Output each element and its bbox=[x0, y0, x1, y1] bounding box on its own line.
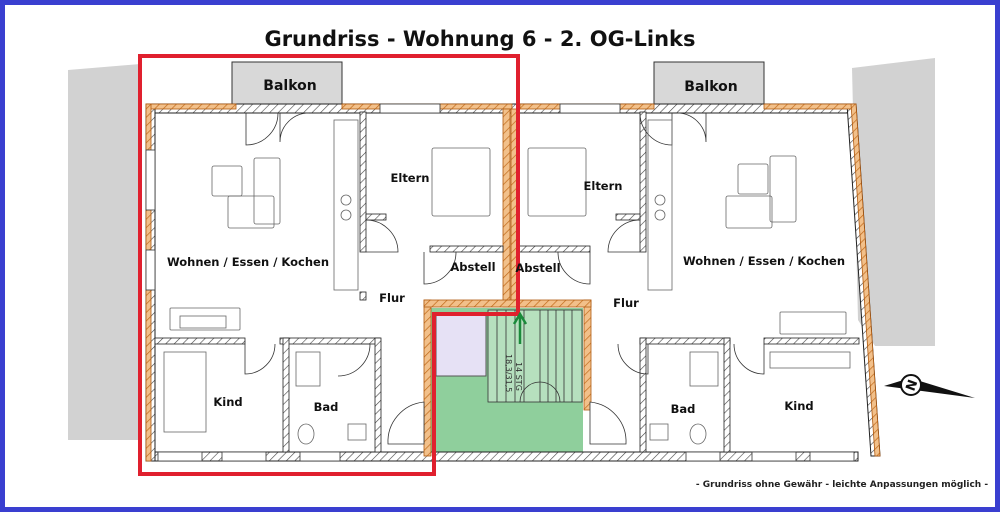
furniture bbox=[163, 119, 851, 445]
storage-left-label: Abstell bbox=[450, 260, 495, 274]
living-right-label: Wohnen / Essen / Kochen bbox=[683, 254, 845, 268]
neighbor-building-left bbox=[68, 64, 140, 440]
storage-right-label: Abstell bbox=[515, 261, 560, 275]
stair-dims-label: 18,3/31,5 bbox=[504, 354, 513, 392]
balcony-right-shape bbox=[653, 61, 765, 107]
floor-plan: Grundriss - Wohnung 6 - 2. OG-Links Balk… bbox=[68, 27, 988, 490]
balcony-left-label: Balkon bbox=[263, 78, 316, 94]
bath-left-label: Bad bbox=[314, 400, 339, 414]
stair-treads bbox=[487, 309, 583, 403]
neighbor-building-right bbox=[852, 58, 935, 346]
hall-left-label: Flur bbox=[379, 291, 405, 305]
bath-right-label: Bad bbox=[671, 402, 696, 416]
plan-frame: Grundriss - Wohnung 6 - 2. OG-Links Balk… bbox=[5, 5, 995, 507]
hall-right-label: Flur bbox=[613, 296, 639, 310]
parents-left-label: Eltern bbox=[391, 171, 430, 185]
apartment-highlight bbox=[138, 54, 520, 476]
living-left-label: Wohnen / Essen / Kochen bbox=[167, 255, 329, 269]
elevator-shaft bbox=[435, 313, 487, 377]
footer-note: - Grundriss ohne Gewähr - leichte Anpass… bbox=[696, 480, 988, 490]
child-right-label: Kind bbox=[784, 399, 813, 413]
page-title: Grundriss - Wohnung 6 - 2. OG-Links bbox=[264, 27, 695, 51]
compass bbox=[884, 374, 975, 398]
balcony-right-label: Balkon bbox=[684, 79, 737, 95]
compass-letter: N bbox=[903, 378, 921, 393]
stair-steps-label: 14 STG bbox=[514, 362, 523, 391]
door-swings bbox=[244, 112, 765, 445]
balcony-left-shape bbox=[231, 61, 343, 107]
windows bbox=[145, 103, 855, 462]
parents-right-label: Eltern bbox=[584, 179, 623, 193]
interior-walls bbox=[154, 111, 860, 453]
stair-arrow bbox=[512, 311, 528, 344]
child-left-label: Kind bbox=[213, 395, 242, 409]
